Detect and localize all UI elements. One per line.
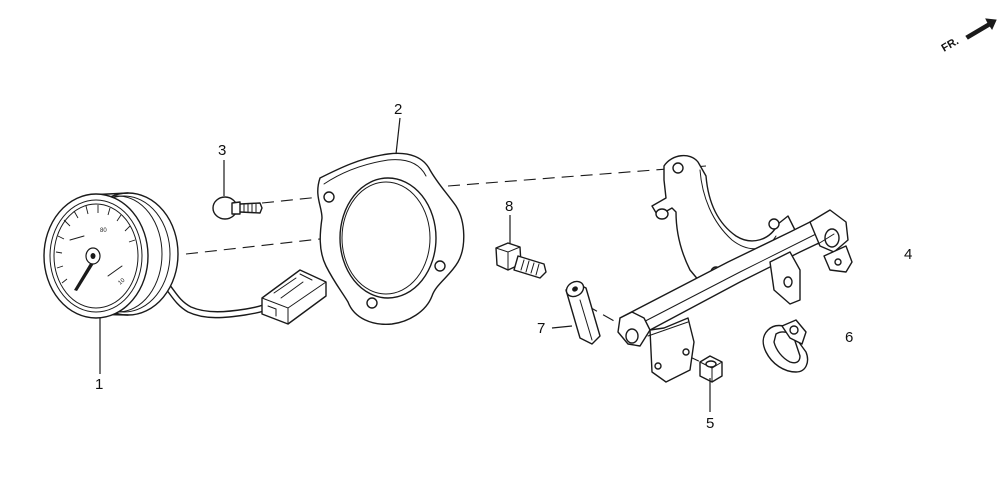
leader-line-2 bbox=[395, 117, 401, 155]
collar bbox=[565, 280, 601, 345]
front-arrow-icon bbox=[965, 18, 997, 40]
part-number-2: 2 bbox=[394, 101, 402, 118]
gasket-mounting-hole bbox=[434, 260, 446, 272]
nut-alignment-line bbox=[687, 355, 723, 373]
gauge-dial-face bbox=[53, 203, 139, 309]
meter-bracket bbox=[617, 155, 853, 383]
gauge-wire-harness bbox=[159, 281, 273, 319]
screw bbox=[212, 196, 263, 220]
gauge-mounting-gasket bbox=[317, 152, 465, 325]
gauge-scale-label-upper: 80 bbox=[100, 228, 107, 234]
meter-gauge-assembly: 80 10 bbox=[43, 192, 327, 325]
wire-connector bbox=[261, 269, 327, 325]
part-number-8: 8 bbox=[505, 198, 513, 215]
part-number-1: 1 bbox=[95, 376, 103, 393]
wire-clamp bbox=[762, 319, 809, 373]
front-indicator-label: FR. bbox=[940, 35, 961, 54]
part-number-3: 3 bbox=[218, 142, 226, 159]
flange-nut bbox=[699, 355, 723, 383]
part-number-labels: 1 2 3 4 5 6 7 8 bbox=[95, 101, 912, 432]
gauge-scale-label-lower: 10 bbox=[117, 277, 126, 286]
gasket-center-opening bbox=[339, 177, 437, 299]
part-number-4: 4 bbox=[904, 246, 912, 263]
screw-alignment-line bbox=[261, 195, 331, 204]
front-direction-indicator: FR. bbox=[940, 18, 997, 55]
gauge-scale-ticks bbox=[55, 205, 136, 284]
bracket-mounting-foot bbox=[619, 317, 695, 383]
leader-lines bbox=[99, 117, 711, 412]
part-number-7: 7 bbox=[537, 320, 545, 337]
bracket-alignment-line bbox=[447, 165, 707, 187]
gasket-mounting-hole bbox=[366, 297, 378, 309]
gasket-mounting-hole bbox=[323, 191, 335, 203]
flange-bolt bbox=[495, 242, 547, 279]
part-number-6: 6 bbox=[845, 329, 853, 346]
leader-line-7 bbox=[551, 325, 573, 329]
part-number-5: 5 bbox=[706, 415, 714, 432]
